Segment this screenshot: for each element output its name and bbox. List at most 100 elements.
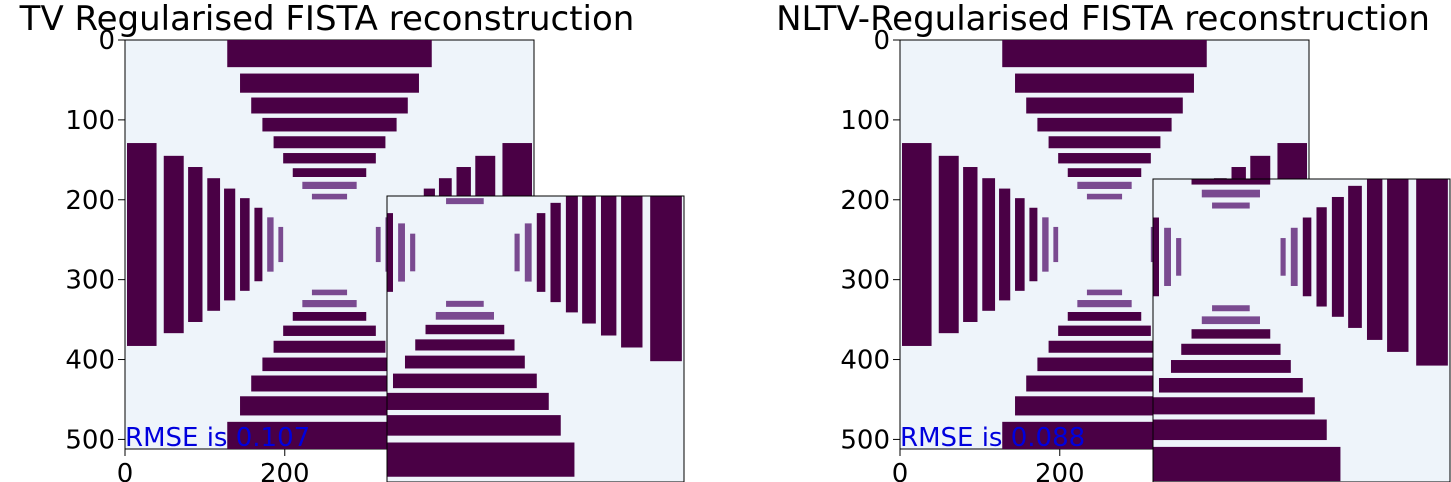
inset-bar [410,233,416,272]
phantom-bar [273,340,386,353]
inset-bar [1153,419,1327,441]
rmse-annotation: RMSE is 0.088 [900,423,1085,453]
phantom-bar [273,136,386,149]
x-tick-label: 200 [260,459,310,482]
phantom-bar [1048,340,1161,353]
y-tick-label: 500 [65,425,115,455]
inset-bar [1181,343,1281,355]
inset-bar [387,213,393,292]
panel-nltv: NLTV-Regularised FISTA reconstruction 01… [776,0,1451,482]
inset-bar [1387,179,1409,352]
phantom-bar [292,168,367,177]
phantom-bar [1048,136,1161,149]
inset-bar [621,196,643,348]
phantom-bar [1037,117,1172,132]
phantom-bar [283,325,376,336]
inset-bar [425,324,505,335]
phantom-bar [240,198,250,291]
phantom-bar [311,193,348,200]
y-tick-label: 200 [65,186,115,216]
inset-bar [565,196,578,313]
phantom-bar [302,181,357,189]
phantom-bar [292,312,367,321]
phantom-bar [1042,217,1049,272]
inset-bar [1164,227,1171,286]
inset-bar [1212,202,1250,209]
phantom-bar [163,155,184,334]
inset-bar [1316,207,1327,307]
y-tick-label: 0 [98,26,115,56]
inset-bar [435,311,494,320]
inset-bar [536,213,546,292]
inset-bars [1153,179,1448,482]
x-tick-label: 200 [1035,459,1085,482]
inset-bar [1331,196,1344,317]
y-tick-label: 100 [840,106,890,136]
inset-frame [386,195,685,482]
y-tick-label: 100 [65,106,115,136]
phantom-bar [267,217,274,272]
inset-bar [415,339,515,351]
phantom-bar [1077,181,1132,189]
y-tick-label: 500 [840,425,890,455]
phantom-bar [207,178,221,311]
inset-bar [1153,446,1341,482]
inset-bar [1212,305,1250,312]
inset-bar [446,198,484,205]
inset-bar [1280,238,1286,276]
phantom-bar [1053,226,1059,263]
phantom-bar [1029,207,1038,282]
x-tick-label: 0 [892,459,909,482]
phantom-bar [963,167,978,322]
inset-bar [387,392,549,410]
phantom-bar [126,143,157,346]
inset-bar [398,223,405,282]
phantom-bar [982,178,996,311]
phantom-bar [302,300,357,308]
x-tick-label: 0 [117,459,134,482]
phantom-bar [251,97,408,114]
phantom-bar [1086,289,1123,296]
inset-bar [1153,217,1159,297]
inset-bar [1158,377,1303,393]
phantom-bar [999,188,1011,301]
inset-bar [550,202,561,303]
inset-bar [1201,316,1260,325]
phantom-bar [1067,168,1142,177]
rmse-annotation: RMSE is 0.107 [125,423,310,453]
x-axis: 0 200 [892,449,1085,482]
inset-bar [1201,189,1260,198]
phantom-bar [283,153,376,164]
inset-bar [1348,185,1362,328]
inset-bar [446,300,484,307]
phantom-bar [1002,40,1207,68]
phantom-bar [240,73,419,93]
phantom-bar [1058,325,1151,336]
inset-bar [1176,238,1182,276]
phantom-bar [188,167,203,322]
zoom-inset [1152,178,1451,482]
inset-bar [1191,329,1271,339]
phantom-bar [1015,73,1194,93]
inset-bar [404,355,525,369]
inset-bar [1416,179,1448,366]
inset-bar [524,223,532,282]
inset-bar [1290,227,1298,286]
chart-title: NLTV-Regularised FISTA reconstruction [776,0,1430,39]
inset-frame [1152,178,1451,482]
inset-bar [392,373,537,389]
phantom-bar [311,289,348,296]
phantom-bar [251,375,408,392]
y-tick-label: 400 [65,346,115,376]
phantom-bar [1015,198,1025,291]
phantom-bar [1026,375,1183,392]
inset-bar [582,196,596,324]
inset-bar [514,233,520,272]
inset-bar [1366,179,1383,340]
phantom-bar [1077,300,1132,308]
inset-bar [1170,360,1291,373]
phantom-bar [901,143,932,346]
inset-bar [600,196,617,336]
